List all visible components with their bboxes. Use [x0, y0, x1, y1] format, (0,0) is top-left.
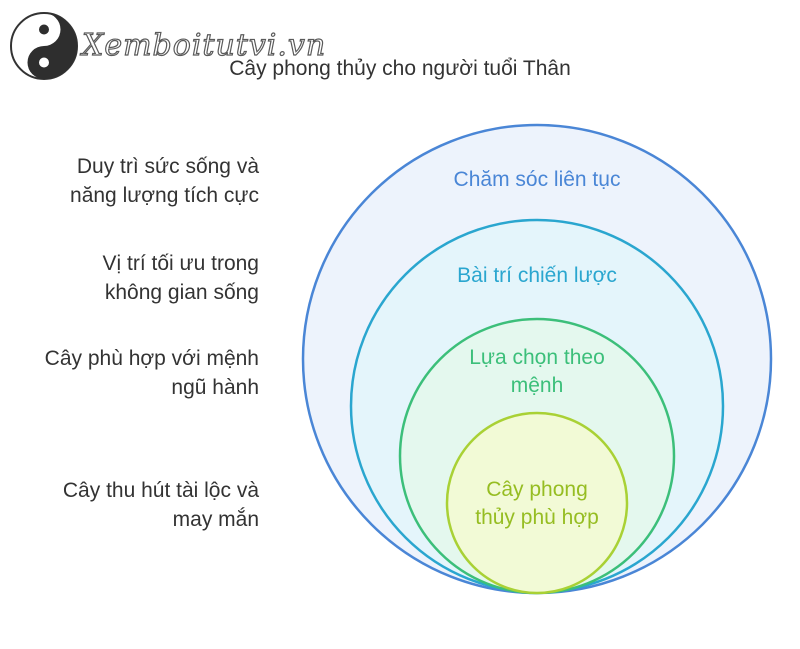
side-label-fortune: Cây thu hút tài lộc và may mắn	[0, 476, 259, 534]
side-label-line: Duy trì sức sống và	[76, 155, 259, 178]
watermark-text: Xemboitutvi.vn	[81, 27, 327, 63]
side-label-maintain: Duy trì sức sống và năng lượng tích cực	[0, 152, 259, 210]
side-label-line: Vị trí tối ưu trong	[102, 252, 259, 275]
ring-label-line: mệnh	[510, 374, 564, 397]
side-label-line: may mắn	[172, 508, 259, 531]
side-label-line: Cây phù hợp với mệnh	[44, 347, 259, 370]
side-label-element: Cây phù hợp với mệnh ngũ hành	[0, 344, 259, 402]
ring-label-line: Lựa chọn theo	[469, 346, 605, 369]
side-label-line: Cây thu hút tài lộc và	[62, 479, 259, 502]
side-label-line: năng lượng tích cực	[70, 184, 259, 207]
ring-label-line: Chăm sóc liên tục	[453, 168, 621, 191]
ring-label-line: Bài trí chiến lược	[457, 264, 617, 287]
ring-label-selection: Lựa chọn theo mệnh	[412, 344, 662, 400]
ring-label-core: Cây phong thủy phù hợp	[437, 476, 637, 532]
ring-core-plant	[445, 411, 629, 595]
yin-yang-icon	[10, 12, 78, 80]
watermark-logo: Xemboitutvi.vn	[8, 8, 326, 84]
side-label-line: không gian sống	[104, 281, 259, 304]
side-label-line: ngũ hành	[171, 376, 259, 399]
side-label-position: Vị trí tối ưu trong không gian sống	[0, 249, 259, 307]
ring-label-line: thủy phù hợp	[475, 506, 599, 529]
ring-label-placement: Bài trí chiến lược	[387, 262, 687, 290]
ring-label-line: Cây phong	[486, 478, 588, 501]
ring-label-care: Chăm sóc liên tục	[387, 166, 687, 194]
diagram-title: Cây phong thủy cho người tuổi Thân	[229, 57, 571, 80]
